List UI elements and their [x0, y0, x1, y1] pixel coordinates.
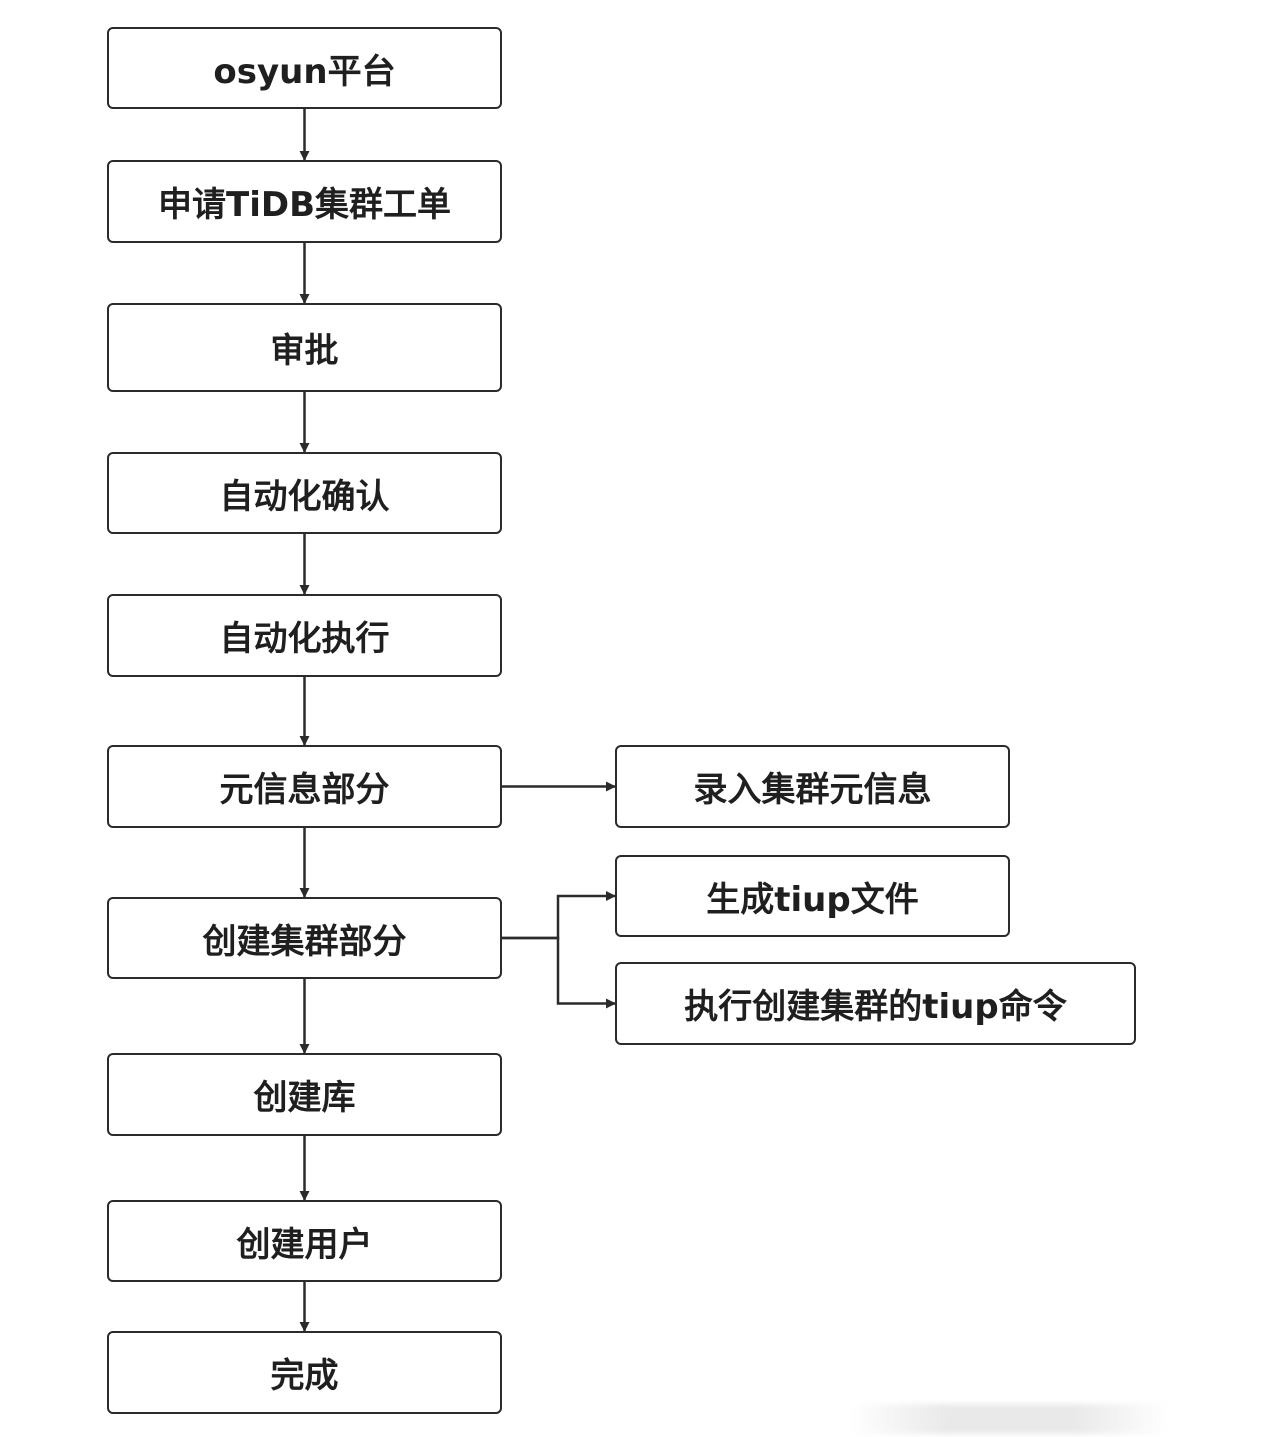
edge-create_cluster-to-exec_tiup	[502, 936, 616, 1009]
node-create-cluster-section: 创建集群部分	[107, 897, 502, 979]
node-create-database: 创建库	[107, 1053, 502, 1136]
node-auto-execute: 自动化执行	[107, 594, 502, 677]
node-approval: 审批	[107, 303, 502, 392]
node-metadata-section: 元信息部分	[107, 745, 502, 828]
node-apply-tidb-cluster-ticket: 申请TiDB集群工单	[107, 160, 502, 243]
node-auto-confirm: 自动化确认	[107, 452, 502, 534]
node-record-cluster-metadata: 录入集群元信息	[615, 745, 1010, 828]
node-osyun-platform: osyun平台	[107, 27, 502, 109]
node-exec-tiup-create-cluster: 执行创建集群的tiup命令	[615, 962, 1136, 1045]
watermark	[850, 1404, 1170, 1434]
node-done: 完成	[107, 1331, 502, 1414]
node-create-user: 创建用户	[107, 1200, 502, 1282]
edge-create_cluster-to-gen_tiup	[502, 891, 616, 940]
node-generate-tiup-file: 生成tiup文件	[615, 855, 1010, 937]
